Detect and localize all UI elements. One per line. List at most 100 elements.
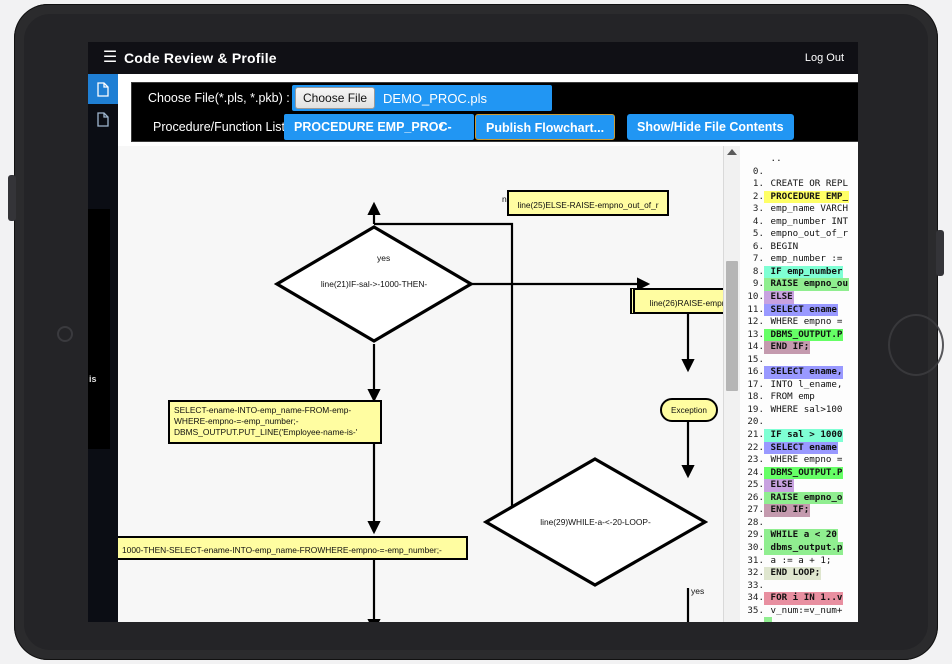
code-line: 10. ELSE [742,291,858,304]
code-line-text: emp_name VARCH [765,203,848,215]
code-line-number: 31. [747,554,764,566]
code-line-number: 12. [747,316,764,328]
procedure-list-label: Procedure/Function List: [153,120,289,134]
code-line-text: WHERE empno = [765,316,843,328]
scroll-up-arrow-icon[interactable] [727,149,737,155]
code-line-text: WHERE empno = [765,454,843,466]
code-line-text: BEGIN [765,240,799,252]
process-node-else-raise[interactable]: line(25)ELSE-RAISE-empno_out_of_r [507,190,669,216]
tablet-home-button[interactable] [888,314,944,376]
process-node-select-ename[interactable]: SELECT-ename-INTO-emp_name-FROM-emp-WHER… [168,400,382,444]
code-scrollbar[interactable] [724,146,740,622]
decision-node-if-sal[interactable]: line(21)IF-sal->-1000-THEN- [274,224,474,344]
hamburger-menu-icon[interactable]: ☰ [102,49,118,66]
code-scrollbar-thumb[interactable] [726,261,738,391]
sidebar-item-document-1[interactable] [88,74,118,104]
code-line-number: 23. [747,454,764,466]
code-line-text: SELECT ename, [764,366,844,379]
code-line-number: 11. [747,303,764,315]
selected-file-name: DEMO_PROC.pls [383,90,488,106]
code-line: 12. WHERE empno = [742,316,858,329]
code-line-text: END LOOP; [764,567,822,580]
decision-node-label: line(21)IF-sal->-1000-THEN- [320,279,428,289]
sidebar-ghost-text: is [89,374,97,384]
tablet-volume-button-left[interactable] [8,175,16,221]
sidebar-shadow [88,209,110,449]
file-input[interactable]: Choose File DEMO_PROC.pls [292,85,552,111]
code-line-number: 0. [752,165,764,177]
code-line-number: 2. [752,190,764,202]
code-line-number: 8. [752,265,764,277]
code-line-number: 24. [747,466,764,478]
code-line: 6. BEGIN [742,241,858,254]
code-line-text: DBMS_OUTPUT.P [764,328,844,342]
chevron-down-icon[interactable]: ▼ [437,122,445,131]
code-line-number: 10. [747,291,764,303]
code-line: 18. FROM emp [742,391,858,404]
code-line-text: IF sal > 1000 [764,429,844,442]
choose-file-button[interactable]: Choose File [295,87,376,109]
code-line-text: RAISE empno_ou [764,278,849,292]
code-line: 27. END IF; [742,504,858,517]
publish-flowchart-button[interactable]: Publish Flowchart... [475,114,616,140]
code-line-number: 19. [747,403,764,415]
procedure-select[interactable]: PROCEDURE EMP_PROC- [284,114,474,140]
code-line-text: FOR i IN 1..v [764,592,844,605]
code-line: 3. emp_name VARCH [742,203,858,216]
document-icon [97,81,109,97]
code-line: 0. [742,166,858,179]
code-line-number: 1. [752,178,764,190]
code-line: 35. v_num:=v_num+ [742,605,858,618]
code-line: 31. a := a + 1; [742,555,858,568]
code-line: 13. DBMS_OUTPUT.P [742,328,858,342]
code-line: 24. DBMS_OUTPUT.P [742,466,858,480]
code-line-text: emp_number INT [765,215,848,227]
code-line: 23. WHERE empno = [742,454,858,467]
code-line: 26. RAISE empno_o [742,491,858,505]
code-line-text: emp_number := [765,253,843,265]
code-line: 19. WHERE sal>100 [742,404,858,417]
decision-node-label: line(29)WHILE-a-<-20-LOOP- [540,517,651,527]
code-line-number: 21. [747,429,764,441]
code-line-text: DBMS_OUTPUT.P [764,466,844,480]
tablet-volume-button-right[interactable] [936,230,944,276]
code-line-text: RAISE empno_o [764,491,844,505]
code-line: 33. [742,580,858,593]
toolbar-row-file: Choose File(*.pls, *.pkb) : Choose File … [132,84,858,112]
logout-link[interactable]: Log Out [804,52,844,64]
code-line-text: PROCEDURE EMP_ [764,190,849,204]
code-line-number: 28. [747,516,764,528]
show-hide-file-contents-button[interactable]: Show/Hide File Contents [627,114,794,140]
code-line: 21. IF sal > 1000 [742,429,858,442]
process-node-1000-then[interactable]: 1000-THEN-SELECT-ename-INTO-emp_name-FRO… [118,536,468,560]
code-line-number: 13. [747,328,764,340]
code-line-text [764,617,772,622]
code-line-number: 16. [747,366,764,378]
main-content: Choose File(*.pls, *.pkb) : Choose File … [118,74,858,622]
code-line-text: WHERE sal>100 [765,403,843,415]
code-line: 22. SELECT ename [742,441,858,455]
sidebar-item-document-2[interactable] [88,104,118,134]
code-line: 16. SELECT ename, [742,366,858,379]
code-line-text: .. [765,153,782,164]
code-line-number: 29. [747,529,764,541]
toolbar-panel: Choose File(*.pls, *.pkb) : Choose File … [131,82,858,142]
code-line-number: 22. [747,441,764,453]
code-line: 9. RAISE empno_ou [742,278,858,292]
document-icon [97,111,109,127]
code-line: 8. IF emp_number [742,265,858,279]
code-line-text: empno_out_of_r [765,228,848,240]
code-line: .. [742,153,858,166]
code-line: 32. END LOOP; [742,567,858,580]
code-line-number: 26. [747,491,764,503]
code-line: 25. ELSE [742,479,858,492]
code-line: 29. WHILE a < 20 [742,529,858,542]
code-line: 28. [742,517,858,530]
code-line-number: 5. [752,228,764,240]
code-line-text: END IF; [764,341,811,354]
decision-node-while-loop[interactable]: line(29)WHILE-a-<-20-LOOP- [483,456,708,588]
code-line: 20. [742,416,858,429]
terminator-node-exception[interactable]: Exception [660,398,718,422]
